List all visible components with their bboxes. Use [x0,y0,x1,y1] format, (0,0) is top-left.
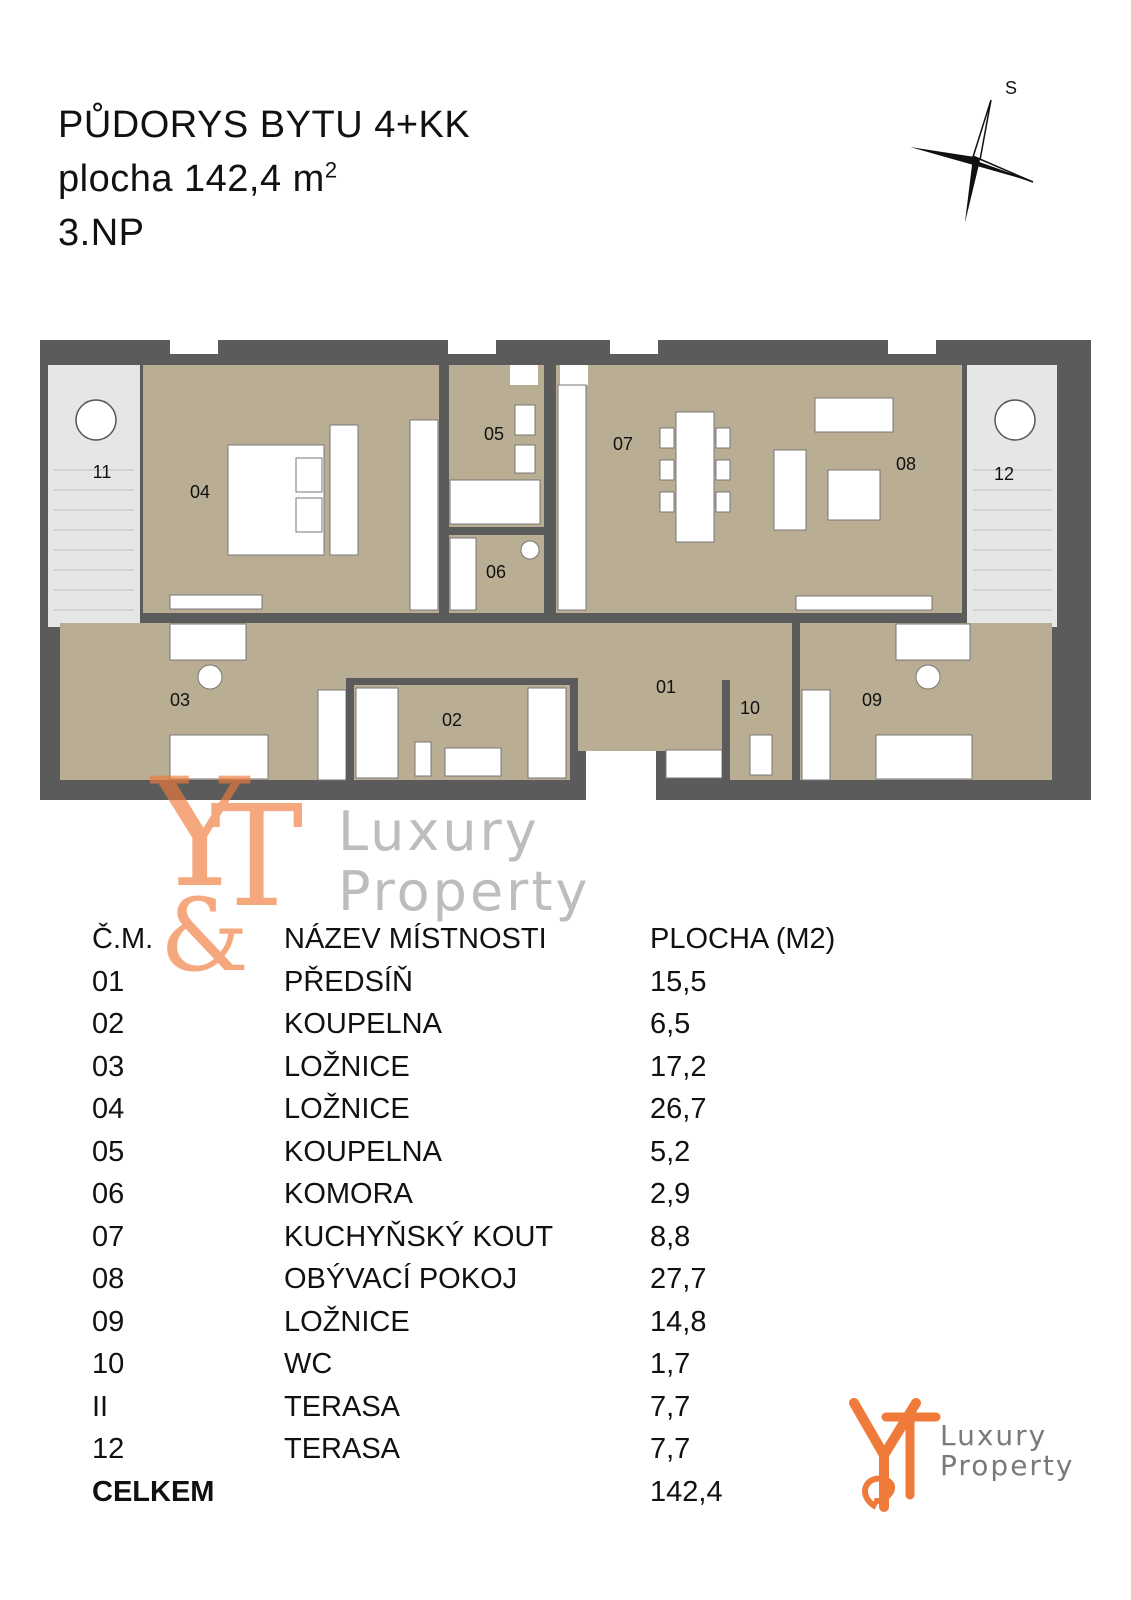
total-area: 142,4 [650,1475,723,1508]
room-number: 02 [92,1008,125,1040]
room-name: KUCHYŇSKÝ KOUT [284,1220,554,1253]
room-number: II [92,1390,109,1423]
room-number: 04 [92,1093,125,1125]
room-number: 08 [92,1263,125,1295]
room-number: 03 [92,1050,125,1083]
room-area: 14,8 [650,1305,707,1338]
floor-plan: 11 04 05 06 07 08 12 03 02 01 10 09 [40,340,1091,800]
watermark-mark-amp: & [160,877,249,985]
room-number: 10 [92,1348,125,1380]
title-line-1: PŮDORYS BYTU 4+KK [58,104,471,146]
room-area: 7,7 [650,1433,691,1465]
watermark-brand-line2: Property [338,860,591,923]
room-area: 15,5 [650,965,707,998]
hall-left [350,623,570,678]
label-08: 08 [896,454,916,474]
room-name: TERASA [284,1390,401,1423]
page-title: PŮDORYS BYTU 4+KK plocha 142,4 m2 3.NP [58,98,470,260]
title-line-2: plocha 142,4 m2 [58,152,470,206]
room-name: WC [284,1348,333,1380]
label-05: 05 [484,424,504,444]
label-02: 02 [442,710,462,730]
room-name: LOŽNICE [284,1093,410,1125]
header-room-name: NÁZEV MÍSTNOSTI [284,923,547,955]
room-name: TERASA [284,1433,401,1465]
room-number: 01 [92,965,125,998]
room-area: 2,9 [650,1178,691,1210]
room-number: 07 [92,1220,125,1253]
compass-north-label: S [1005,78,1017,98]
room-number: 12 [92,1433,125,1465]
room-name: LOŽNICE [284,1050,410,1083]
room-number: 05 [92,1135,125,1168]
room-number: 09 [92,1305,125,1338]
title-line-3: 3.NP [58,212,145,254]
label-01: 01 [656,677,676,697]
label-11: 11 [93,462,112,482]
watermark-logo: Y T & Luxury Property [150,755,591,985]
room-area: 8,8 [650,1220,691,1253]
room-name: PŘEDSÍŇ [284,965,413,998]
logo-line2: Property [940,1449,1074,1482]
room-name: LOŽNICE [284,1305,410,1338]
area-text: plocha 142,4 m [58,158,325,200]
room-name: KOUPELNA [284,1008,442,1040]
room-name: KOUPELNA [284,1135,442,1168]
room-area: 5,2 [650,1135,691,1168]
watermark-mark-y: Y [150,755,251,921]
label-10: 10 [740,698,760,718]
room-area: 26,7 [650,1093,707,1125]
header-area: PLOCHA (M2) [650,923,836,955]
room-name: KOMORA [284,1178,413,1210]
room-area: 6,5 [650,1008,691,1040]
compass-icon: S [910,78,1034,222]
logo-line1: Luxury [940,1419,1047,1452]
room-number: 06 [92,1178,125,1210]
room-area: 7,7 [650,1390,691,1423]
watermark-brand-line1: Luxury [338,800,540,863]
room-area: 1,7 [650,1348,691,1380]
label-03: 03 [170,690,190,710]
header-number: Č.M. [92,923,154,955]
label-09: 09 [862,690,882,710]
room-area: 17,2 [650,1050,707,1083]
room-name: OBÝVACÍ POKOJ [284,1263,518,1295]
brand-logo: Luxury Property [849,1398,1074,1512]
watermark-mark-t: T [210,776,303,939]
label-06: 06 [486,562,506,582]
area-unit-superscript: 2 [324,157,338,183]
label-07: 07 [613,434,633,454]
room-area: 27,7 [650,1263,707,1295]
label-12: 12 [994,464,1014,484]
total-label: CELKEM [92,1475,215,1508]
label-04: 04 [190,482,210,502]
